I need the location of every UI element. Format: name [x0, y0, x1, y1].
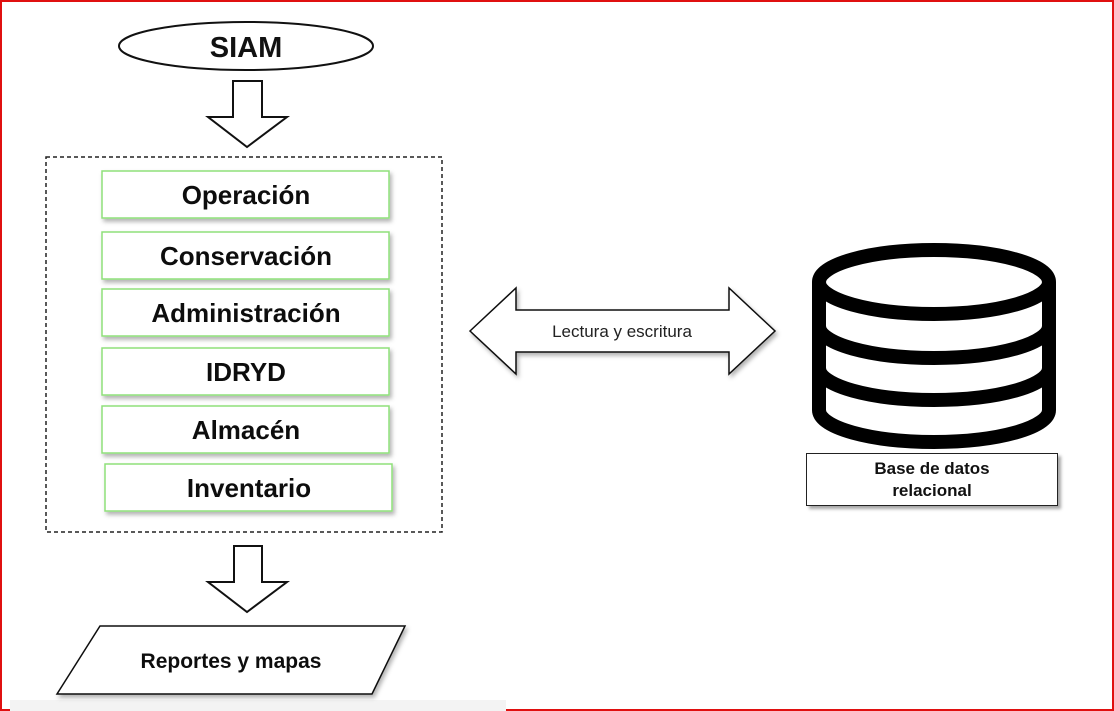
- read-write-label: Lectura y escritura: [552, 322, 692, 341]
- module-operacion: Operación: [101, 170, 390, 219]
- module-label: Almacén: [192, 415, 300, 445]
- module-label: Administración: [151, 298, 340, 328]
- database-label-line1: Base de datos: [874, 458, 990, 478]
- module-label: IDRYD: [206, 357, 286, 387]
- read-write-arrow: Lectura y escritura: [468, 286, 777, 376]
- database-label-line2: relacional: [892, 480, 972, 500]
- down-arrow-bottom: [205, 545, 290, 614]
- reports-node: Reportes y mapas: [55, 625, 407, 695]
- module-administracion: Administración: [101, 288, 390, 337]
- module-label: Inventario: [187, 473, 311, 503]
- module-idryd: IDRYD: [101, 347, 390, 396]
- reports-label: Reportes y mapas: [141, 650, 322, 673]
- modules-container: [45, 156, 443, 533]
- module-label: Operación: [182, 180, 311, 210]
- down-arrow-top: [205, 80, 290, 149]
- database-label: Base de datos relacional: [806, 453, 1058, 506]
- siam-title: SIAM: [210, 32, 283, 64]
- module-conservacion: Conservación: [101, 231, 390, 280]
- module-inventario: Inventario: [104, 463, 393, 512]
- module-label: Conservación: [160, 241, 332, 271]
- database-icon: [812, 243, 1056, 449]
- bottom-strip: [10, 700, 506, 711]
- siam-node: SIAM: [118, 21, 374, 71]
- siam-ellipse: [118, 21, 374, 71]
- module-almacen: Almacén: [101, 405, 390, 454]
